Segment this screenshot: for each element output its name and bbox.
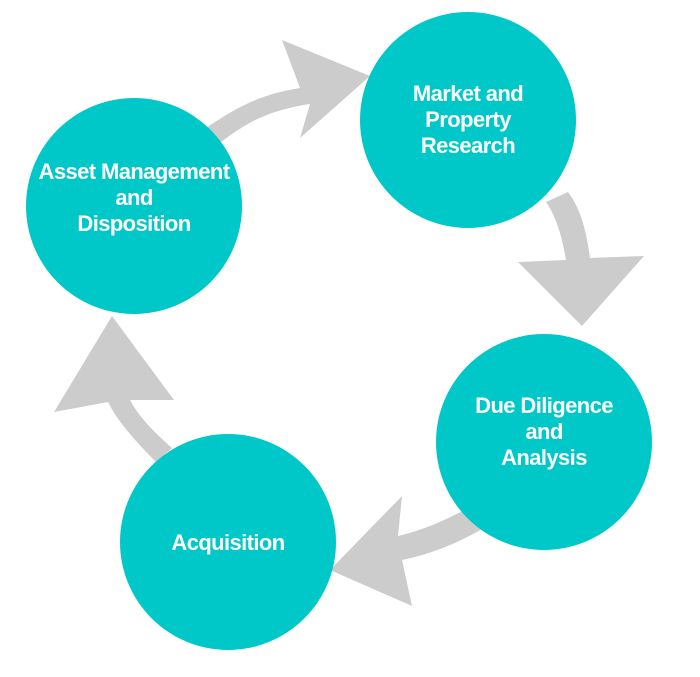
market-research-label-line: Research xyxy=(421,133,515,158)
asset-management-label-line: Disposition xyxy=(77,211,190,236)
arrow-acquisition-to-asset xyxy=(54,316,174,462)
arrow-due-diligence-to-acquisition xyxy=(330,496,484,606)
asset-management-label-line: and xyxy=(115,185,152,210)
asset-management-label-line: Asset Management xyxy=(39,159,231,184)
node-acquisition: Acquisition xyxy=(120,434,336,650)
market-research-label-line: Property xyxy=(425,107,512,132)
node-acquisition-label: Acquisition xyxy=(171,530,284,555)
due-diligence-label-line: Analysis xyxy=(501,445,587,470)
due-diligence-label-line: and xyxy=(525,419,562,444)
cycle-arrows xyxy=(54,40,644,606)
arrow-market-to-due-diligence xyxy=(518,192,644,326)
market-research-label-line: Market and xyxy=(413,81,523,106)
acquisition-label-line: Acquisition xyxy=(171,530,284,555)
due-diligence-label-line: Due Diligence xyxy=(475,393,613,418)
arrow-asset-to-market xyxy=(206,40,370,146)
